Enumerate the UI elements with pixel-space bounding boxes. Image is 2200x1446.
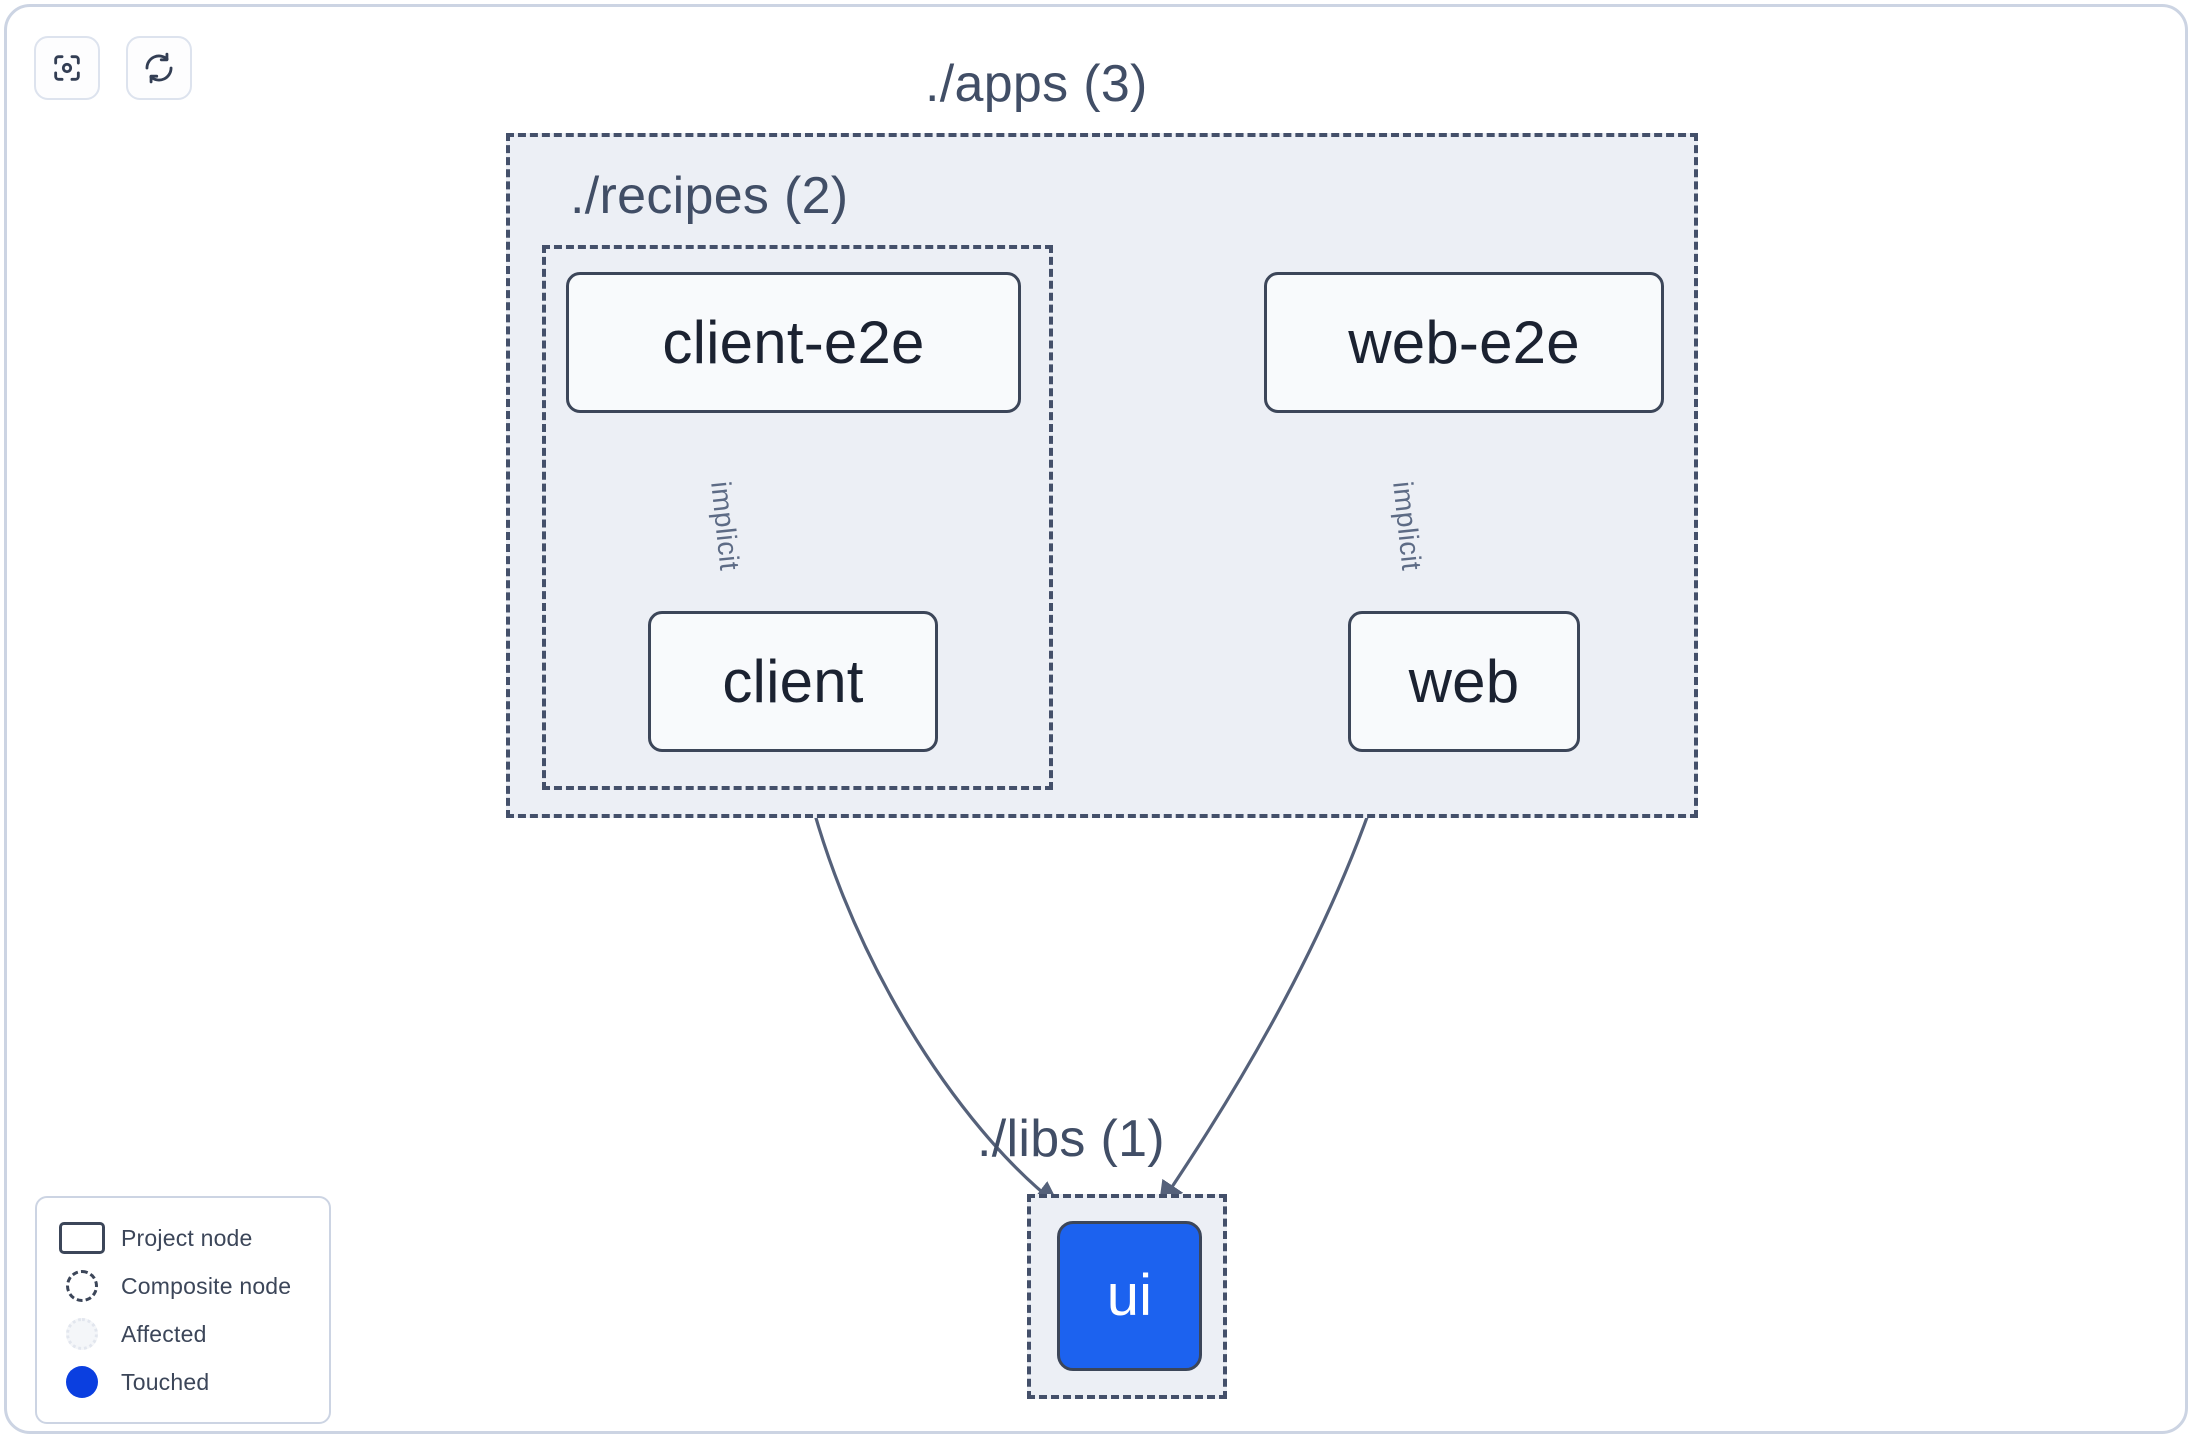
refresh-icon [142,51,176,85]
graph-toolbar [34,36,192,100]
node-client[interactable]: client [648,611,938,752]
legend-label-affected: Affected [121,1320,207,1347]
affected-swatch [59,1317,105,1351]
edge-client-to-ui [798,753,1061,1207]
legend-item-affected: Affected [37,1310,329,1358]
node-client-e2e[interactable]: client-e2e [566,272,1021,413]
legend-label-composite-node: Composite node [121,1272,292,1299]
group-label-recipes: ./recipes (2) [570,167,849,225]
legend-label-touched: Touched [121,1368,210,1395]
composite-node-swatch [59,1269,105,1303]
focus-graph-button[interactable] [34,36,100,100]
project-node-swatch [59,1221,105,1255]
edge-web-to-ui [1158,753,1390,1208]
touched-swatch [59,1365,105,1399]
node-web[interactable]: web [1348,611,1580,752]
legend-item-touched: Touched [37,1358,329,1406]
focus-scan-icon [50,51,84,85]
node-ui[interactable]: ui [1057,1221,1202,1371]
legend-item-composite-node: Composite node [37,1262,329,1310]
refresh-graph-button[interactable] [126,36,192,100]
group-label-libs: ./libs (1) [977,1110,1165,1168]
legend-item-project-node: Project node [37,1214,329,1262]
legend-label-project-node: Project node [121,1224,253,1251]
group-label-apps: ./apps (3) [925,55,1148,113]
node-web-e2e[interactable]: web-e2e [1264,272,1664,413]
graph-legend: Project node Composite node Affected Tou… [35,1196,331,1424]
